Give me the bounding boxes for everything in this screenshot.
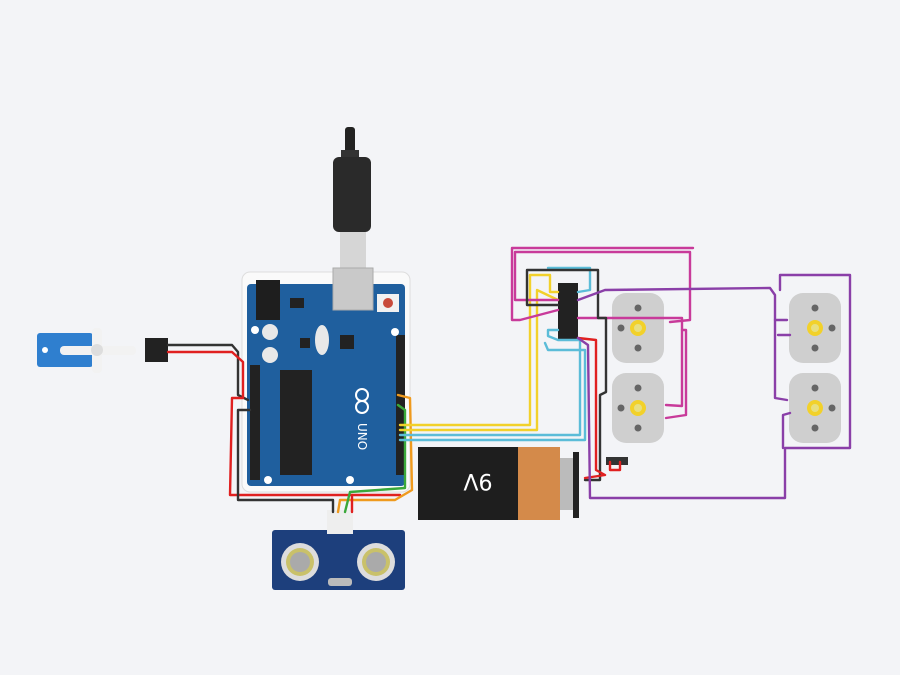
- atmega-chip: [280, 370, 312, 475]
- wires: [166, 246, 852, 514]
- arduino-uno-board[interactable]: UNO: [241, 267, 411, 493]
- ultrasonic-sensor[interactable]: [272, 510, 405, 590]
- power-jack: [256, 280, 280, 320]
- dc-motor-3[interactable]: [789, 293, 841, 363]
- digital-header: [396, 335, 405, 475]
- arduino-model-label: UNO: [355, 423, 369, 450]
- battery-label: 9V: [463, 468, 492, 493]
- reset-button[interactable]: [383, 298, 393, 308]
- power-analog-header: [250, 365, 260, 480]
- dc-motors: [612, 293, 841, 443]
- dc-motor-1[interactable]: [612, 293, 664, 363]
- 9v-battery[interactable]: 9V: [418, 447, 579, 520]
- dc-motor-4[interactable]: [789, 373, 841, 443]
- micro-servo[interactable]: [37, 328, 168, 373]
- h-bridge-chip[interactable]: [558, 283, 578, 339]
- dc-motor-2[interactable]: [612, 373, 664, 443]
- slide-switch[interactable]: [606, 457, 628, 465]
- servo-connector: [145, 338, 168, 362]
